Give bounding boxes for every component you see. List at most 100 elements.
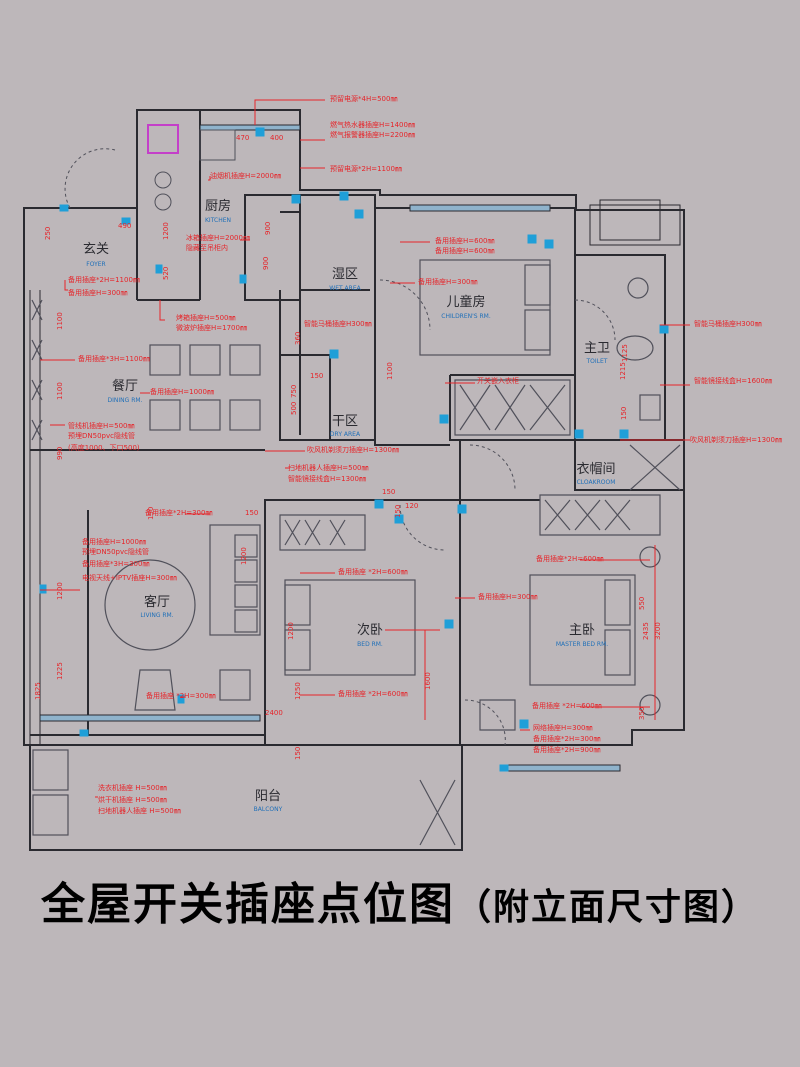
dimension: 1200 [56,582,64,600]
note: 隐藏至吊柜内 [186,243,228,252]
room-kitchen-cn: 厨房 [205,198,231,214]
door-swings [64,148,616,746]
room-children-en: CHILDREN'S RM. [441,313,491,320]
note: 预埋DN50pvc隐线管 [68,431,135,440]
note: 预埋DN50pvc隐线管 [82,547,149,556]
dimension: 900 [262,257,270,270]
note: 备用插座H=300㎜ [68,288,128,297]
note: 洗衣机插座 H=500㎜ [98,783,167,792]
title-sub: （附立面尺寸图） [454,887,759,928]
note: 微波炉插座H=1700㎜ [176,323,247,332]
note: 智能镜接线盒H=1300㎜ [288,474,366,483]
note: 备用插座H=300㎜ [478,592,538,601]
room-bed-cn: 次卧 [357,622,383,638]
note: 冰箱插座H=2000㎜ [186,233,250,242]
note: 备用插座H=600㎜ [435,246,495,255]
note: 备用插座*2H=1100㎜ [68,275,140,284]
note: 备用插座H=300㎜ [418,277,478,286]
dimension: 550 [638,597,646,610]
room-children-cn: 儿童房 [446,294,485,310]
dimension: 150 [620,407,628,420]
dimension: 1100 [56,382,64,400]
note: 烤箱插座H=500㎜ [176,313,236,322]
title-main: 全屋开关插座点位图 [40,879,455,930]
note: 吹风机剃须刀插座H=1300㎜ [307,445,399,454]
dimension: 1200 [287,622,295,640]
note: 油烟机插座H=2000㎜ [210,171,281,180]
dimension: 500 [290,402,298,415]
kitchen-cabinet-icon [147,124,179,154]
leader-lines [40,99,690,798]
note: 备用插座 *2H=600㎜ [532,701,602,710]
dimension: 520 [162,267,170,280]
dimension: 150 [310,372,323,380]
dimension: 3200 [654,622,662,640]
dimension: 750 [290,385,298,398]
note: 备用插座H=1000㎜ [150,387,214,396]
room-toilet-cn: 主卫 [584,341,610,356]
room-living-en: LIVING RM. [140,612,173,619]
dimension: 350 [638,707,646,720]
note: 燃气热水器插座H=1400㎜ [330,120,415,129]
dimension: 2400 [265,709,283,717]
dimension: 150 [294,747,302,760]
note: 备用插座*3H=1100㎜ [78,354,150,363]
dimension: 250 [44,227,52,240]
note: 扫地机器人插座 H=500㎜ [98,806,181,815]
floor-plan: 玄关 FOYER 厨房 KITCHEN 湿区 WET AREA 儿童房 CHIL… [23,94,782,851]
room-master-cn: 主卧 [569,623,595,638]
dimension: 1200 [240,547,248,565]
dimension: 1125 [621,344,629,362]
dimension: 120 [405,502,418,510]
dimension: 1825 [34,682,42,700]
windows [39,124,681,772]
room-labels: 玄关 FOYER 厨房 KITCHEN 湿区 WET AREA 儿童房 CHIL… [83,198,616,813]
room-dining-cn: 餐厅 [112,378,138,394]
room-cloak-cn: 衣帽间 [576,461,615,477]
note: 备用插座*2H=900㎜ [533,745,600,754]
note: 管线机插座H=500㎜ [68,421,135,430]
room-bed-en: BED RM. [357,641,383,648]
room-master-en: MASTER BED RM. [556,641,608,648]
annotation-notes: 预留电源*4H=500㎜ 燃气热水器插座H=1400㎜ 燃气报警器插座H=220… [68,94,782,815]
sink-icon [199,129,236,161]
dimension: 900 [264,222,272,235]
dimension: 1100 [386,362,394,380]
switch-markers [39,127,669,772]
stove-burner-icon [154,193,172,211]
room-foyer-en: FOYER [86,261,105,268]
note: 电视天线+IPTV插座H=300㎜ [82,573,177,582]
dimension: 1100 [56,312,64,330]
note: (高度1000、下口500) [68,443,140,452]
note: 备用插座*2H=600㎜ [536,554,603,563]
note: 智能马桶插座H300㎜ [304,319,372,328]
dimension: 360 [294,332,302,345]
note: 备用插座 *2H=600㎜ [338,567,408,576]
room-living-cn: 客厅 [144,594,170,610]
dimension: 150 [147,507,155,520]
dimension: 990 [56,447,64,460]
page-title: 全屋开关插座点位图（附立面尺寸图） [0,868,800,932]
note: 燃气报警器插座H=2200㎜ [330,130,415,139]
note: 备用插座H=600㎜ [435,236,495,245]
dimension: 150 [394,505,402,518]
room-foyer-cn: 玄关 [83,242,109,257]
note: 智能镜接线盒H=1600㎜ [694,376,772,385]
note: 烘干机插座 H=500㎜ [98,795,167,804]
note: 备用插座*3H=300㎜ [82,559,149,568]
dimension: 490 [118,222,131,230]
room-kitchen-en: KITCHEN [205,217,231,224]
room-dining-en: DINING RM. [108,397,143,404]
note: 备用插座 *2H=600㎜ [338,689,408,698]
note: 智能马桶插座H300㎜ [694,319,762,328]
room-cloak-en: CLOAKROOM [577,479,616,486]
room-dry-en: DRY AREA [330,431,361,438]
note: 预留电源*4H=500㎜ [330,94,397,103]
note: 备用插座*2H=300㎜ [145,508,212,517]
dimension: 1225 [56,662,64,680]
dimension-labels: 470 400 1200 1100 1100 1100 900 250 490 … [34,134,662,760]
note: 吹风机剃须刀插座H=1300㎜ [690,435,782,444]
room-toilet-en: TOILET [586,358,608,365]
dimension: 1250 [294,682,302,700]
room-balcony-en: BALCONY [254,806,283,813]
